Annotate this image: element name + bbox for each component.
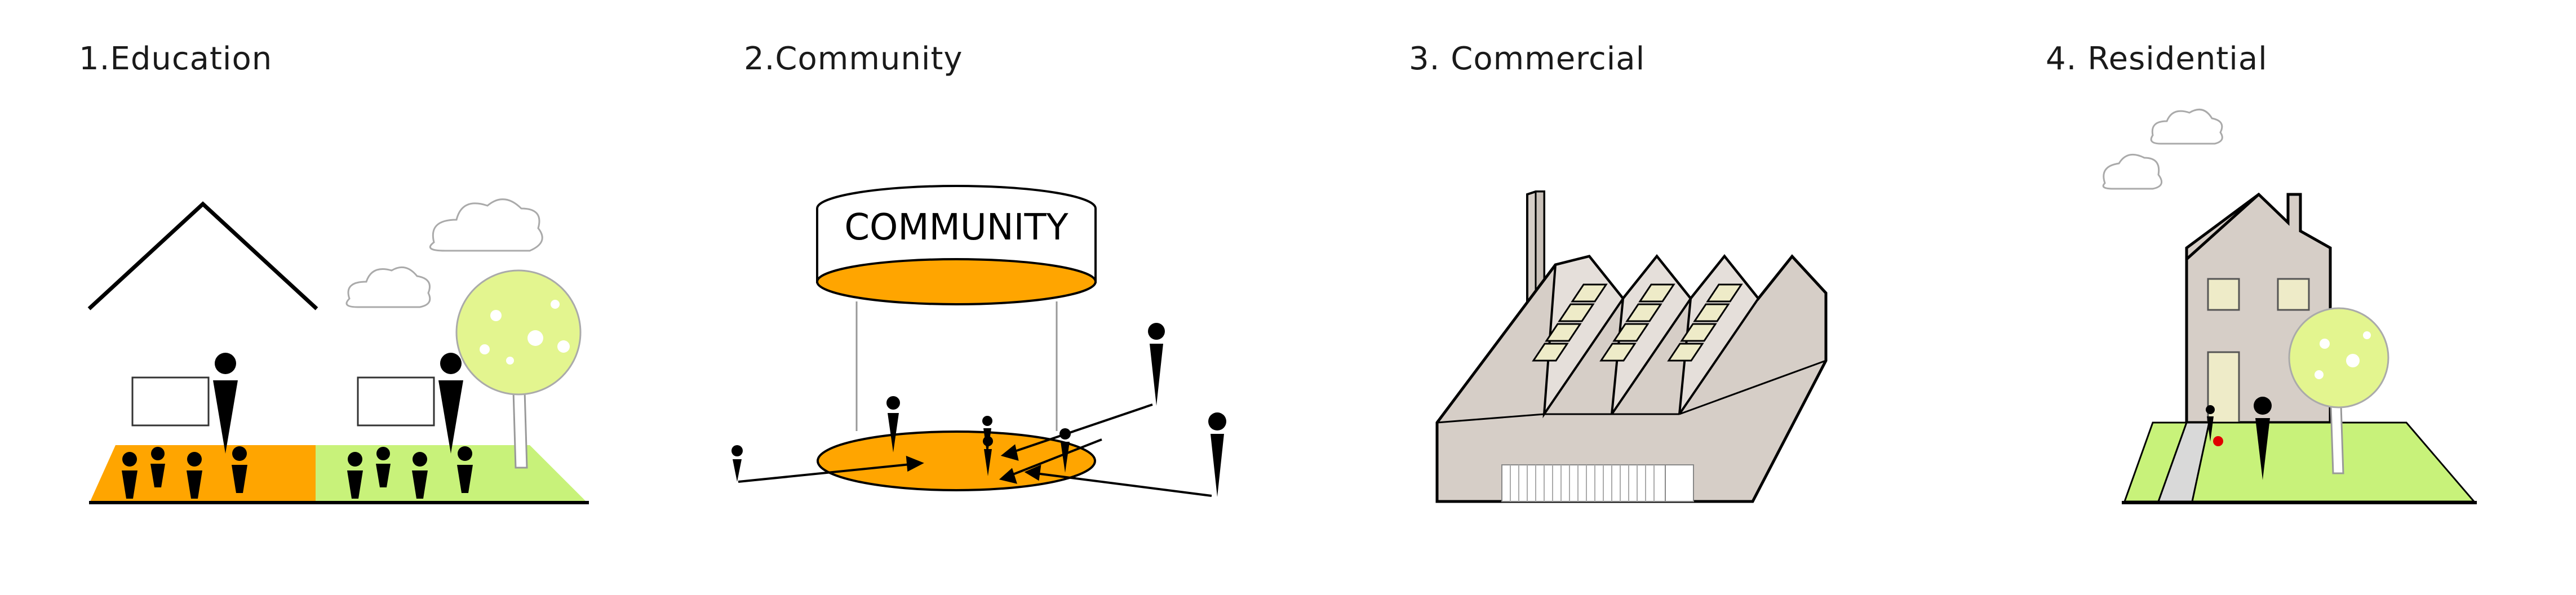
education-ground-orange — [90, 445, 316, 501]
tree-icon — [2288, 307, 2389, 474]
person-icon — [886, 396, 900, 452]
panel-title-community: 2.Community — [744, 41, 963, 77]
community-ground-disc — [817, 430, 1096, 491]
person-icon — [1059, 428, 1071, 473]
person-icon — [438, 353, 463, 454]
person-icon — [731, 445, 743, 482]
panel-title-commercial: 3. Commercial — [1409, 41, 1646, 77]
arrow-icon — [1000, 403, 1153, 461]
panel-residential: 4. Residential — [1978, 0, 2576, 595]
person-icon — [122, 452, 138, 499]
roof-outline — [87, 201, 318, 310]
window — [357, 376, 435, 427]
residential-diagram — [2102, 108, 2477, 504]
community-sign-label: COMMUNITY — [844, 207, 1068, 248]
factory-windows — [1532, 283, 1743, 362]
tree-icon — [455, 269, 582, 469]
person-icon — [1208, 412, 1226, 497]
person-icon — [1148, 323, 1165, 406]
person-icon — [150, 447, 165, 487]
factory-icon — [1435, 190, 1828, 503]
panel-title-residential: 4. Residential — [2046, 41, 2268, 77]
cloud-icon — [2102, 153, 2163, 190]
person-icon — [457, 446, 473, 493]
panel-education: 1.Education — [0, 0, 642, 595]
panel-community: 2.Community COMMUNITY — [642, 0, 1319, 595]
ball-icon — [2213, 436, 2223, 446]
education-diagram — [87, 198, 589, 504]
cloud-icon — [345, 266, 431, 308]
person-icon — [376, 447, 391, 487]
person-icon — [2254, 397, 2272, 480]
window — [131, 376, 210, 427]
panel-commercial: 3. Commercial — [1319, 0, 1978, 595]
community-sign: COMMUNITY — [816, 185, 1097, 305]
person-icon — [213, 353, 238, 454]
panel-title-education: 1.Education — [79, 41, 273, 77]
arrow-icon — [1024, 464, 1212, 497]
person-icon — [232, 446, 247, 493]
cloud-icon — [429, 198, 543, 252]
arrow-icon — [738, 455, 924, 483]
person-icon — [187, 452, 202, 499]
person-icon — [412, 452, 428, 499]
person-icon — [982, 416, 992, 456]
community-diagram: COMMUNITY — [731, 185, 1226, 497]
person-icon — [347, 452, 363, 499]
cloud-icon — [2150, 108, 2223, 145]
factory-door — [1501, 464, 1694, 502]
person-icon — [2206, 405, 2215, 442]
arrow-icon — [999, 438, 1102, 484]
